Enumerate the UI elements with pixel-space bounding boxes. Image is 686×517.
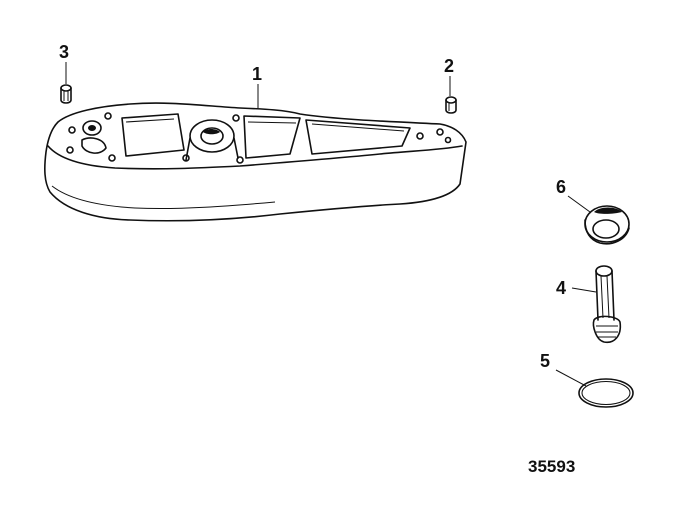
leader-4 — [571, 287, 597, 293]
part-3-dowel-pin — [60, 84, 72, 104]
leader-6 — [567, 195, 591, 213]
callout-6: 6 — [556, 177, 566, 197]
part-4-shaft — [592, 265, 622, 344]
part-1-housing — [44, 102, 467, 222]
callout-2: 2 — [444, 56, 454, 76]
callout-5: 5 — [540, 351, 550, 371]
callout-1: 1 — [252, 64, 262, 84]
part-2-dowel-pin — [445, 96, 457, 114]
callout-4: 4 — [556, 278, 566, 298]
part-5-o-ring — [578, 378, 634, 408]
callout-3: 3 — [59, 42, 69, 62]
leader-lines — [65, 62, 597, 387]
part-6-bushing — [584, 205, 630, 245]
figure-number: 35593 — [528, 457, 575, 476]
leader-5 — [555, 369, 587, 387]
